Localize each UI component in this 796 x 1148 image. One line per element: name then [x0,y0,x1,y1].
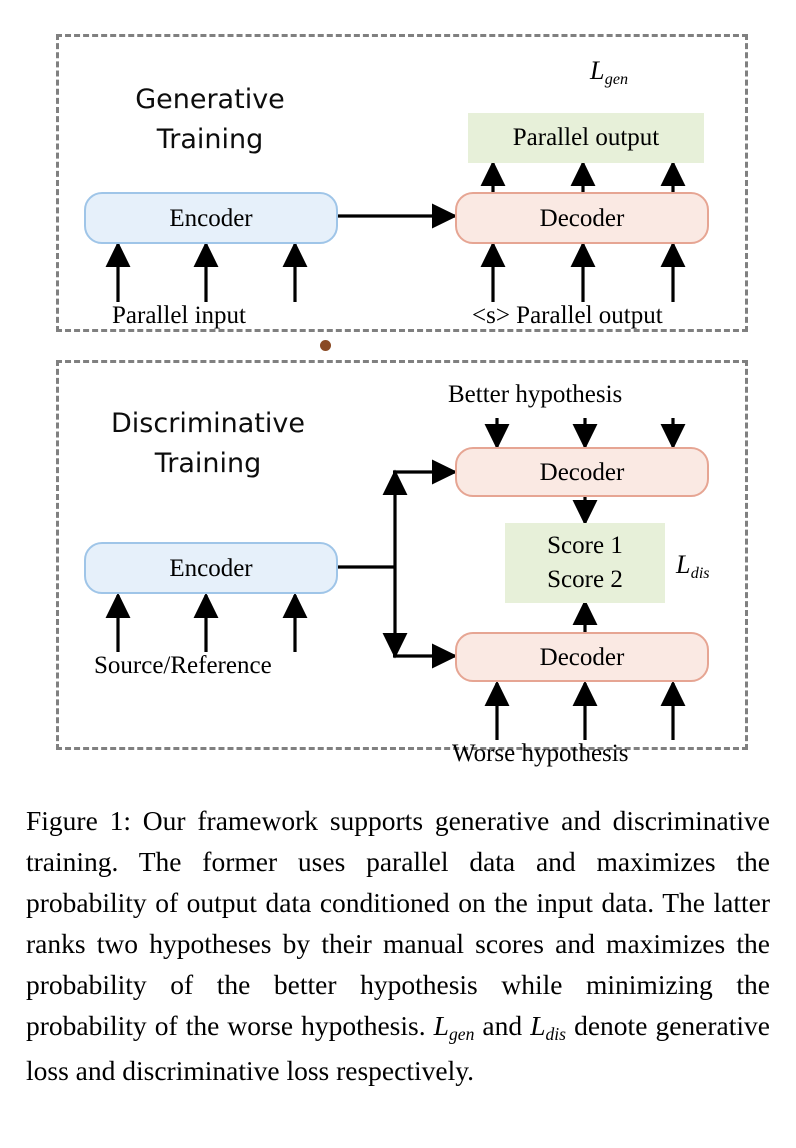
label-decoder-input-parallel-output: <s> Parallel output [472,302,663,329]
figure-caption: Figure 1: Our framework supports generat… [26,800,770,1091]
panel-discriminative-training [56,360,748,750]
module-label: Decoder [539,643,625,671]
label-worse-hypothesis: Worse hypothesis [452,740,629,767]
module-encoder-generative[interactable]: Encoder [84,192,338,244]
loss-base: L [676,550,691,579]
label-source-reference: Source/Reference [94,652,272,679]
score-1-label: Score 1 [547,532,623,560]
module-encoder-discriminative[interactable]: Encoder [84,542,338,594]
loss-subscript: gen [604,71,629,89]
loss-base: L [590,56,605,85]
module-label: Decoder [539,204,625,232]
loss-label-generative: Lgen [590,56,628,88]
loss-label-discriminative: Ldis [676,550,710,582]
module-decoder-generative[interactable]: Decoder [455,192,709,244]
caption-body-1: Our framework supports generative and di… [26,805,770,1041]
caption-body-2: denote generative loss and discriminativ… [26,1010,770,1086]
caption-prefix: Figure 1: [26,805,131,836]
caption-mid: and [474,1010,531,1041]
label-better-hypothesis: Better hypothesis [448,381,623,408]
module-decoder-worse[interactable]: Decoder [455,632,709,682]
panel-discriminative-title: Discriminative Training [111,408,305,479]
score-2-label: Score 2 [547,566,623,593]
separator-dot [320,340,331,351]
highlight-scores: Score 1 Score 2 [505,523,665,603]
figure-diagram: Generative Training Lgen Parallel output… [56,34,748,767]
label-parallel-input: Parallel input [112,302,246,329]
module-label: Decoder [539,458,625,486]
module-decoder-better[interactable]: Decoder [455,447,709,497]
panel-generative-training [56,34,748,332]
highlight-label: Parallel output [512,124,660,152]
module-label: Encoder [169,204,253,232]
highlight-parallel-output: Parallel output [468,113,704,163]
panel-generative-title: Generative Training [135,84,285,155]
module-label: Encoder [169,554,253,582]
loss-subscript: dis [690,565,710,583]
caption-math-lgen: Lgen [433,1010,475,1045]
caption-math-ldis: Ldis [530,1010,567,1045]
